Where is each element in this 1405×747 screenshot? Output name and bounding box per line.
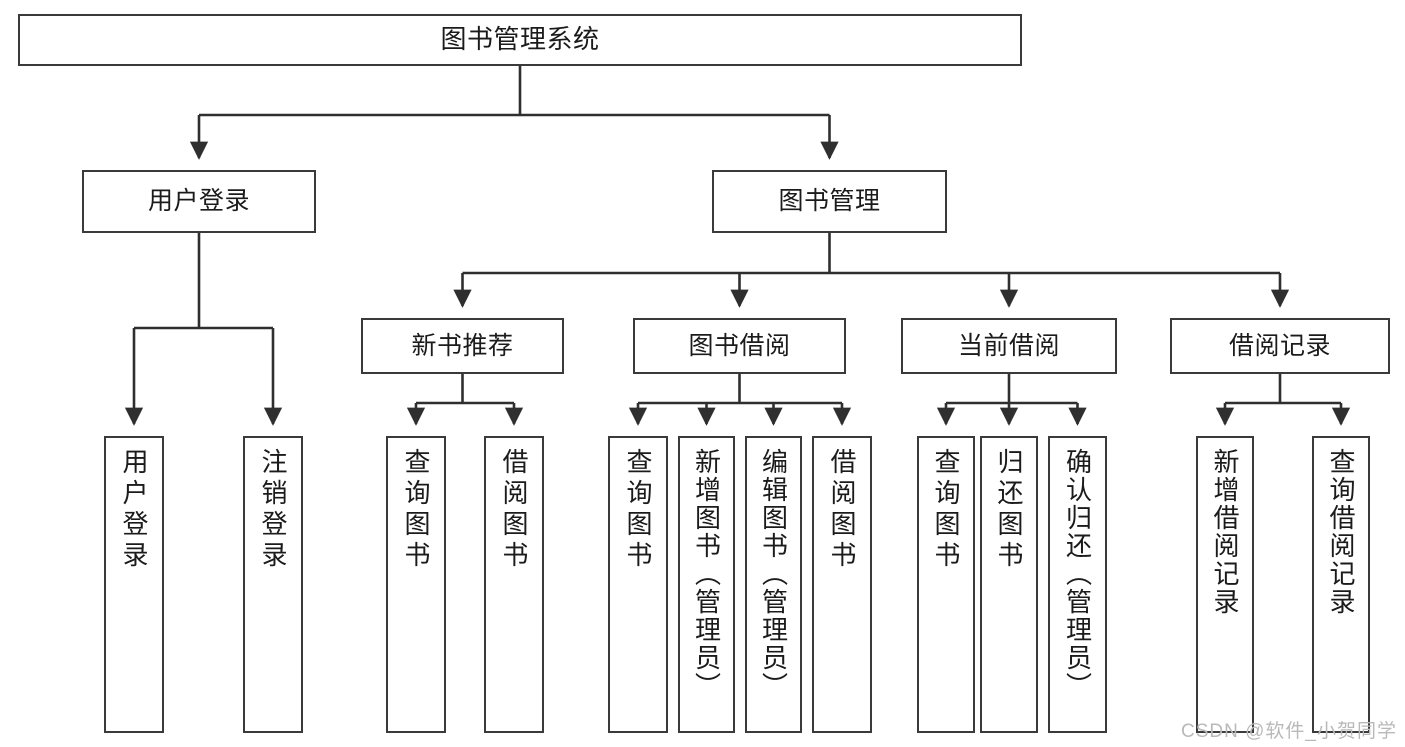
node-label: 新增图书（管理员） [691, 448, 722, 700]
node-leaf-rec-add[interactable]: 新增借阅记录 [1196, 436, 1254, 733]
node-label: 确认归还（管理员） [1062, 448, 1093, 700]
node-leaf-cur-query[interactable]: 查询图书 [917, 436, 975, 733]
node-label: 查询图书 [623, 448, 653, 572]
node-leaf-rec-query[interactable]: 查询借阅记录 [1312, 436, 1370, 733]
node-label: 编辑图书（管理员） [758, 448, 789, 700]
node-leaf-bor-add[interactable]: 新增图书（管理员） [678, 436, 735, 733]
node-login[interactable]: 用户登录 [82, 170, 316, 233]
node-leaf-user-logout[interactable]: 注销登录 [243, 436, 303, 733]
node-leaf-bor-borrow[interactable]: 借阅图书 [812, 436, 872, 733]
node-leaf-cur-confirm[interactable]: 确认归还（管理员） [1048, 436, 1107, 733]
node-bookmgmt[interactable]: 图书管理 [712, 170, 947, 233]
node-leaf-user-login[interactable]: 用户登录 [104, 436, 164, 733]
node-leaf-bor-query[interactable]: 查询图书 [608, 436, 668, 733]
node-label: 查询图书 [931, 448, 961, 572]
node-label: 图书管理 [778, 187, 881, 216]
node-records[interactable]: 借阅记录 [1170, 318, 1390, 374]
node-label: 当前借阅 [957, 331, 1060, 360]
node-label: 新书推荐 [411, 331, 514, 360]
node-leaf-new-borrow[interactable]: 借阅图书 [484, 436, 544, 733]
node-root[interactable]: 图书管理系统 [18, 14, 1022, 66]
node-label: 归还图书 [994, 448, 1024, 572]
node-label: 借阅图书 [499, 448, 529, 572]
node-label: 用户登录 [119, 448, 149, 572]
node-label: 注销登录 [258, 448, 288, 572]
node-borrow[interactable]: 图书借阅 [633, 318, 846, 374]
node-leaf-cur-return[interactable]: 归还图书 [980, 436, 1038, 733]
node-leaf-bor-edit[interactable]: 编辑图书（管理员） [745, 436, 802, 733]
node-label: 借阅图书 [827, 448, 857, 572]
node-label: 新增借阅记录 [1210, 448, 1240, 616]
node-label: 图书借阅 [688, 331, 791, 360]
node-label: 图书管理系统 [440, 24, 600, 55]
csdn-watermark: CSDN @软件_小贺同学 [1181, 721, 1397, 742]
node-label: 用户登录 [147, 187, 250, 216]
node-newbook[interactable]: 新书推荐 [361, 318, 564, 374]
node-label: 查询借阅记录 [1326, 448, 1356, 616]
node-label: 借阅记录 [1228, 331, 1331, 360]
node-label: 查询图书 [401, 448, 431, 572]
node-current[interactable]: 当前借阅 [901, 318, 1117, 374]
node-leaf-new-query[interactable]: 查询图书 [386, 436, 446, 733]
